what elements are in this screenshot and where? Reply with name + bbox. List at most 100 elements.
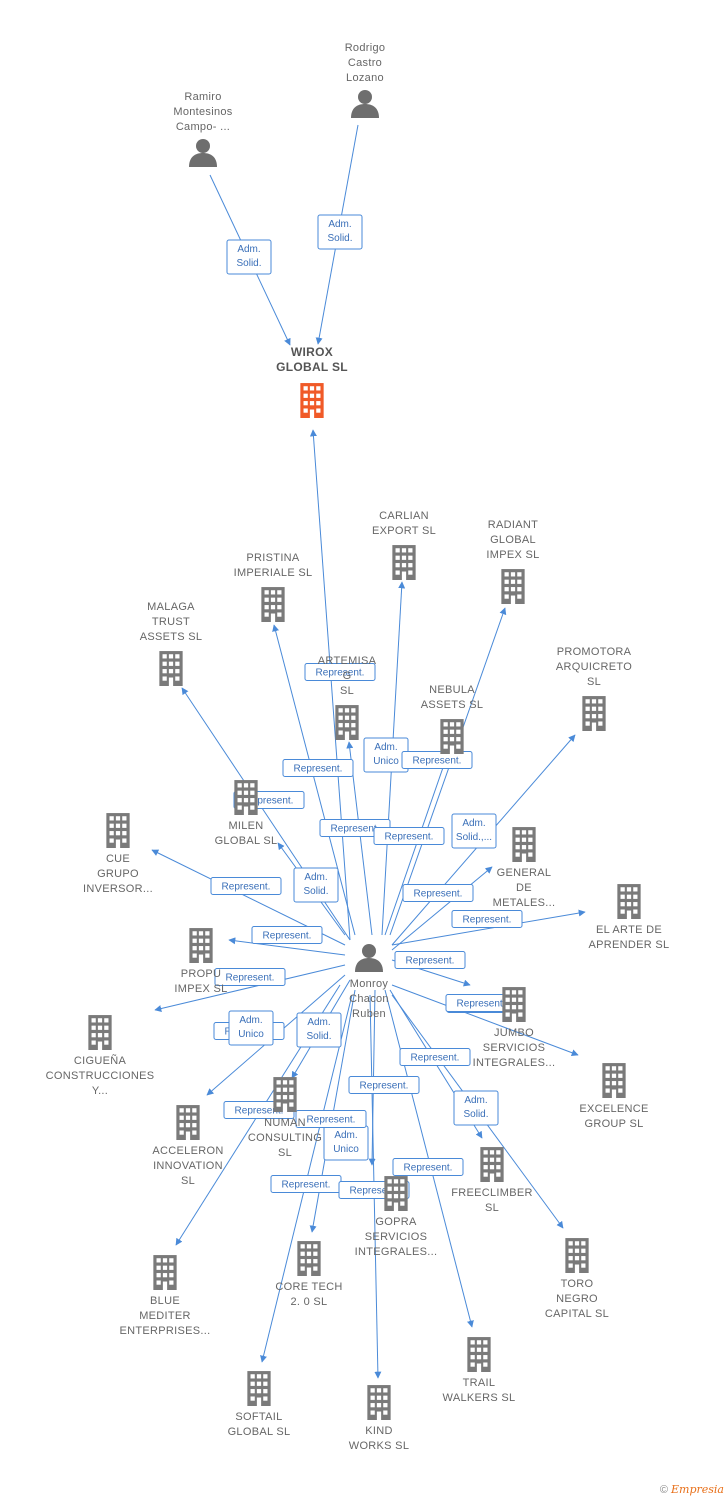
- node-cue[interactable]: CUEGRUPOINVERSOR...: [83, 813, 153, 895]
- node-label-gopra: INTEGRALES...: [355, 1246, 438, 1258]
- node-label-trail: TRAIL: [463, 1377, 496, 1389]
- edge-label-softail[interactable]: Represent.: [270, 1175, 342, 1193]
- node-ramiro[interactable]: RamiroMontesinosCampo- ...: [173, 91, 233, 167]
- node-general[interactable]: GENERALDEMETALES...: [493, 827, 556, 909]
- edge-label-coretech[interactable]: Represent.: [295, 1110, 367, 1128]
- edge-label-wirox[interactable]: Adm.Solid.: [226, 239, 272, 275]
- edge-label-numan[interactable]: Adm.Solid.: [296, 1012, 342, 1048]
- node-label-wirox: WIROX: [291, 345, 333, 359]
- building-icon: [480, 1147, 504, 1182]
- edge-label-extra-malaga-box: [228, 1010, 274, 1046]
- node-label-promotora: ARQUICRETO: [556, 661, 632, 673]
- edge-label-wirox-box: [226, 239, 272, 275]
- edge-label-propu[interactable]: Represent.: [251, 926, 323, 944]
- empresia-logo[interactable]: Empresia: [671, 1483, 724, 1496]
- node-label-elarte: APRENDER SL: [589, 939, 670, 951]
- edge-label-nebula[interactable]: Represent.: [401, 751, 473, 769]
- edge-label-elarte[interactable]: Represent.: [451, 910, 523, 928]
- node-label-excelence: EXCELENCE: [579, 1103, 648, 1115]
- edge-label-promotora-text: Adm.: [462, 818, 485, 829]
- node-label-general: DE: [516, 882, 532, 894]
- edge-label-radiant-text: Represent.: [385, 832, 434, 843]
- edge-label-wirox[interactable]: Represent.: [304, 663, 376, 681]
- node-label-artemisa: SL: [340, 685, 354, 697]
- edge-label-extra-gopra[interactable]: Represent.: [392, 1158, 464, 1176]
- edge-label-milen-box: [293, 867, 339, 903]
- edge-label-milen[interactable]: Adm.Solid.: [293, 867, 339, 903]
- node-label-toro: NEGRO: [556, 1293, 598, 1305]
- edge-monroy-general: [391, 866, 493, 951]
- edge-label-radiant[interactable]: Represent.: [373, 827, 445, 845]
- building-icon: [440, 719, 464, 754]
- edge-label-toro[interactable]: Represent.: [399, 1048, 471, 1066]
- edge-label-freeclimber-text: Solid.: [463, 1109, 488, 1120]
- node-label-ramiro: Campo- ...: [176, 121, 230, 133]
- edge-label-artemisa[interactable]: Adm.Unico: [363, 737, 409, 773]
- edge-label-ciguena-box: [214, 968, 286, 986]
- node-label-freeclimber: FREECLIMBER: [451, 1187, 533, 1199]
- node-ciguena[interactable]: CIGUEÑACONSTRUCCIONESY...: [46, 1015, 155, 1097]
- edge-label-softail-text: Represent.: [282, 1180, 331, 1191]
- edge-label-general[interactable]: Represent.: [402, 884, 474, 902]
- edge-label-extra-malaga[interactable]: Adm.Unico: [228, 1010, 274, 1046]
- building-icon: [189, 928, 213, 963]
- edge-label-freeclimber[interactable]: Adm.Solid.: [453, 1090, 499, 1126]
- edge-label-jumbo[interactable]: Represent.: [394, 951, 466, 969]
- node-label-coretech: CORE TECH: [275, 1281, 342, 1293]
- edge-label-radiant-box: [373, 827, 445, 845]
- edge-label-promotora[interactable]: Adm. Solid.,...: [451, 813, 497, 849]
- edge-label-cue[interactable]: Represent.: [210, 877, 282, 895]
- edge-label-pristina-text: Represent.: [294, 764, 343, 775]
- edge-label-numan-text: Solid.: [306, 1031, 331, 1042]
- edge-monroy-pristina: [272, 624, 356, 936]
- edge-label-elarte-box: [451, 910, 523, 928]
- edge-label-ciguena[interactable]: Represent.: [214, 968, 286, 986]
- edge-label-milen-text: Adm.: [304, 872, 327, 883]
- edge-label-toro-box: [399, 1048, 471, 1066]
- node-jumbo[interactable]: JUMBOSERVICIOSINTEGRALES...: [473, 987, 556, 1069]
- edge-label-kind-text: Represent.: [350, 1186, 399, 1197]
- edge-label-gopra[interactable]: Adm.Unico: [323, 1125, 369, 1161]
- edge-label-trail-box: [348, 1076, 420, 1094]
- node-gopra[interactable]: GOPRASERVICIOSINTEGRALES...: [355, 1176, 438, 1258]
- node-label-artemisa: ARTEMISA: [318, 655, 377, 667]
- edge-label-wirox-box: [317, 214, 363, 250]
- building-icon: [512, 827, 536, 862]
- node-label-cue: INVERSOR...: [83, 883, 153, 895]
- node-label-radiant: IMPEX SL: [486, 549, 539, 561]
- edge-monroy-elarte: [391, 909, 586, 946]
- node-label-malaga: TRUST: [152, 616, 190, 628]
- edge-label-trail[interactable]: Represent.: [348, 1076, 420, 1094]
- node-label-ciguena: CONSTRUCCIONES: [46, 1070, 155, 1082]
- edge-label-pristina[interactable]: Represent.: [282, 759, 354, 777]
- node-label-milen: GLOBAL SL: [215, 835, 278, 847]
- edge-label-promotora-text: Solid.,...: [456, 832, 492, 843]
- node-label-toro: TORO: [561, 1278, 594, 1290]
- node-blue[interactable]: BLUEMEDITERENTERPRISES...: [120, 1255, 211, 1337]
- edge-label-wirox[interactable]: Adm.Solid.: [317, 214, 363, 250]
- edge-label-toro-text: Represent.: [411, 1053, 460, 1064]
- node-label-numan: NUMAN: [264, 1117, 306, 1129]
